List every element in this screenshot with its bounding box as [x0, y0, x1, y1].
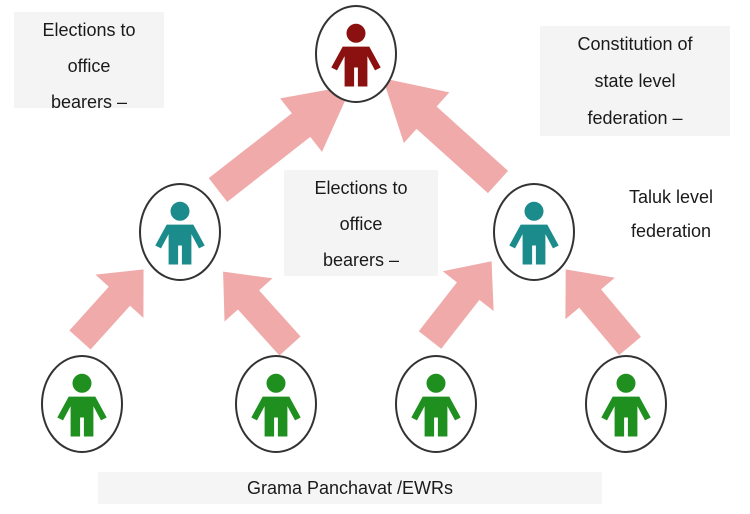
node-base-2 [235, 355, 317, 453]
node-top [315, 5, 397, 103]
label-taluk-federation: Taluk level federation [604, 180, 738, 250]
node-mid-right [493, 183, 575, 281]
label-grama-panchayat: Grama Panchavat /EWRs [98, 472, 602, 504]
node-base-1 [41, 355, 123, 453]
label-elections-middle: Elections to office bearers – [284, 170, 438, 276]
node-base-4 [585, 355, 667, 453]
label-elections-top-left: Elections to office bearers – [14, 12, 164, 108]
node-base-3 [395, 355, 477, 453]
label-state-federation: Constitution of state level federation – [540, 26, 730, 136]
node-mid-left [139, 183, 221, 281]
